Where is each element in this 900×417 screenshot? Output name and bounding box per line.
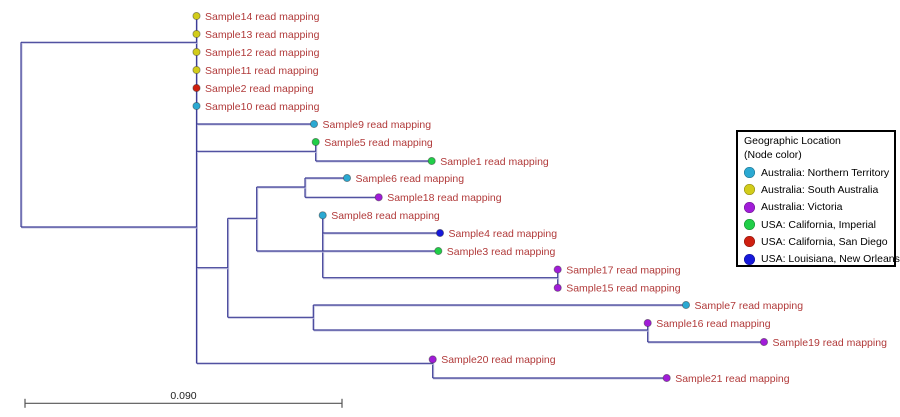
- leaf-node-sample17[interactable]: [553, 265, 562, 274]
- legend-item-label: Australia: Northern Territory: [761, 166, 890, 179]
- leaf-label-sample14[interactable]: Sample14 read mapping: [205, 11, 320, 23]
- leaf-label-sample15[interactable]: Sample15 read mapping: [566, 283, 681, 295]
- leaf-node-sample1[interactable]: [427, 156, 436, 166]
- leaf-node-sample16[interactable]: [643, 318, 652, 328]
- legend-item-san_diego: USA: California, San Diego: [738, 233, 894, 250]
- leaf-label-sample2[interactable]: Sample2 read mapping: [205, 83, 314, 95]
- leaf-node-sample2[interactable]: [192, 83, 201, 93]
- leaf-label-sample13[interactable]: Sample13 read mapping: [205, 29, 320, 41]
- legend-item-imperial: USA: California, Imperial: [738, 216, 894, 233]
- leaf-label-sample18[interactable]: Sample18 read mapping: [387, 192, 502, 204]
- leaf-node-sample10[interactable]: [192, 101, 201, 111]
- legend-swatch-new_orleans-icon: [744, 253, 755, 265]
- leaf-label-sample5[interactable]: Sample5 read mapping: [324, 137, 433, 149]
- leaf-label-sample20[interactable]: Sample20 read mapping: [441, 354, 556, 366]
- leaf-label-sample4[interactable]: Sample4 read mapping: [449, 228, 558, 240]
- leaf-label-sample10[interactable]: Sample10 read mapping: [205, 101, 320, 113]
- leaf-node-sample7[interactable]: [681, 300, 691, 310]
- legend-item-label: USA: California, Imperial: [761, 218, 876, 231]
- leaf-label-sample3[interactable]: Sample3 read mapping: [447, 246, 556, 258]
- leaf-node-sample9[interactable]: [309, 119, 319, 129]
- legend-swatch-victoria-icon: [744, 201, 755, 213]
- legend-item-label: USA: Louisiana, New Orleans: [761, 253, 900, 266]
- leaf-node-sample18[interactable]: [374, 193, 383, 202]
- legend-swatch-san_diego-icon: [744, 236, 755, 248]
- legend-item-label: Australia: South Australia: [761, 183, 879, 196]
- leaf-node-sample12[interactable]: [192, 47, 201, 57]
- leaf-label-sample9[interactable]: Sample9 read mapping: [323, 119, 432, 131]
- leaf-node-sample5[interactable]: [311, 137, 320, 147]
- legend-title: Geographic Location: [744, 135, 841, 147]
- legend-item-victoria: Australia: Victoria: [738, 199, 894, 216]
- legend-item-label: Australia: Victoria: [761, 201, 843, 214]
- leaf-label-sample6[interactable]: Sample6 read mapping: [356, 173, 465, 185]
- leaf-node-sample20[interactable]: [428, 355, 437, 364]
- leaf-label-sample11[interactable]: Sample11 read mapping: [205, 65, 319, 77]
- leaf-node-sample19[interactable]: [759, 337, 769, 347]
- leaf-node-sample4[interactable]: [435, 228, 445, 238]
- legend-item-new_orleans: USA: Louisiana, New Orleans: [738, 250, 900, 267]
- legend-box: Geographic Location (Node color) Austral…: [736, 130, 900, 268]
- legend-item-south_australia: Australia: South Australia: [738, 181, 894, 198]
- leaf-node-sample8[interactable]: [318, 211, 327, 220]
- legend-swatch-south_australia-icon: [744, 184, 755, 196]
- leaf-node-sample3[interactable]: [434, 246, 443, 256]
- legend-swatch-imperial-icon: [744, 219, 755, 231]
- legend-subtitle: (Node color): [744, 149, 802, 161]
- leaf-node-sample15[interactable]: [553, 283, 562, 292]
- legend-title-block: Geographic Location (Node color): [738, 132, 894, 162]
- leaf-label-sample1[interactable]: Sample1 read mapping: [440, 156, 549, 168]
- leaf-label-sample12[interactable]: Sample12 read mapping: [205, 47, 320, 59]
- legend-item-northern_territory: Australia: Northern Territory: [738, 164, 894, 181]
- leaf-label-sample8[interactable]: Sample8 read mapping: [331, 210, 440, 222]
- scale-bar-label: 0.090: [170, 390, 197, 402]
- leaf-label-sample21[interactable]: Sample21 read mapping: [675, 373, 790, 385]
- leaf-node-sample6[interactable]: [342, 173, 352, 183]
- leaf-node-sample21[interactable]: [662, 373, 671, 383]
- legend-swatch-northern_territory-icon: [744, 167, 755, 179]
- legend-item-label: USA: California, San Diego: [761, 235, 888, 248]
- leaf-node-sample14[interactable]: [192, 11, 201, 21]
- leaf-label-sample7[interactable]: Sample7 read mapping: [695, 300, 804, 312]
- leaf-label-sample19[interactable]: Sample19 read mapping: [773, 337, 888, 349]
- leaf-label-sample16[interactable]: Sample16 read mapping: [656, 318, 771, 330]
- leaf-label-sample17[interactable]: Sample17 read mapping: [566, 264, 681, 276]
- leaf-node-sample11[interactable]: [192, 65, 201, 75]
- leaf-node-sample13[interactable]: [192, 29, 201, 39]
